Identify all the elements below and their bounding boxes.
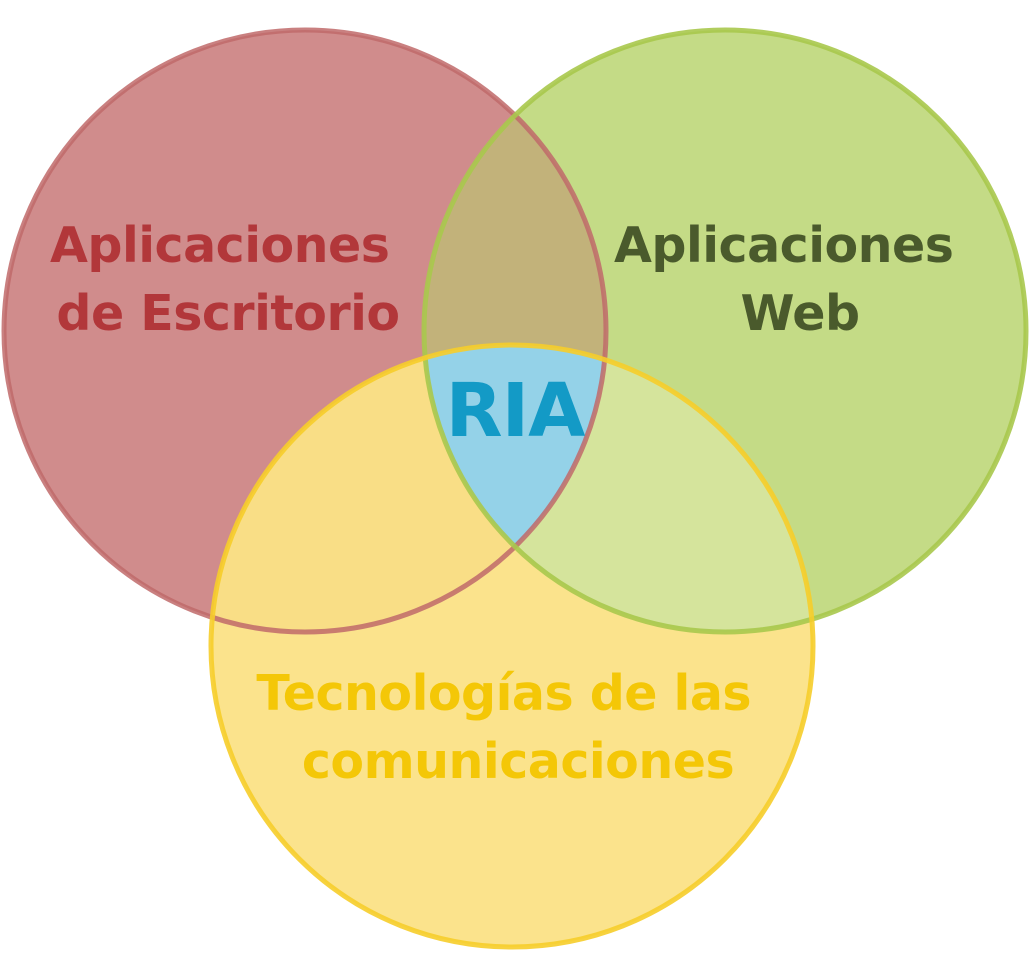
- label-web-apps: Aplicaciones Web: [614, 217, 970, 342]
- label-desktop-line2: de Escritorio: [56, 285, 399, 342]
- label-desktop-apps: Aplicaciones de Escritorio: [50, 217, 406, 342]
- overlap-web-comms: [424, 345, 813, 632]
- label-communications: Tecnologías de las comunicaciones: [256, 665, 767, 790]
- label-comms-line2: comunicaciones: [302, 733, 734, 790]
- outline-desktop-apps: [1, 27, 609, 635]
- label-web-line2: Web: [740, 285, 859, 342]
- outline-communications: [208, 342, 816, 950]
- label-desktop-line1: Aplicaciones: [50, 217, 390, 274]
- label-web-line1: Aplicaciones: [614, 217, 954, 274]
- label-ria: RIA: [446, 368, 586, 454]
- outline-web-apps: [421, 27, 1029, 635]
- label-comms-line1: Tecnologías de las: [256, 665, 751, 722]
- overlap-desktop-comms: [211, 345, 606, 632]
